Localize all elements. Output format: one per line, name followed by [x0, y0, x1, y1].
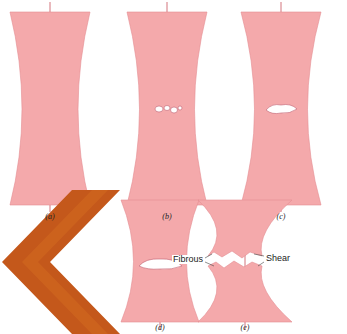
- decor-chevron: [2, 190, 120, 334]
- stage-caption: (b): [162, 213, 171, 221]
- callout-label: Shear: [265, 254, 291, 263]
- leader-lines: [205, 254, 264, 266]
- voids-and-cracks: [139, 105, 297, 270]
- callout-label: Fibrous: [172, 255, 204, 264]
- stage-caption: (c): [277, 213, 286, 221]
- stage-caption: (d): [155, 324, 164, 332]
- stage-caption: (e): [241, 324, 250, 332]
- stage-caption: (a): [45, 213, 54, 221]
